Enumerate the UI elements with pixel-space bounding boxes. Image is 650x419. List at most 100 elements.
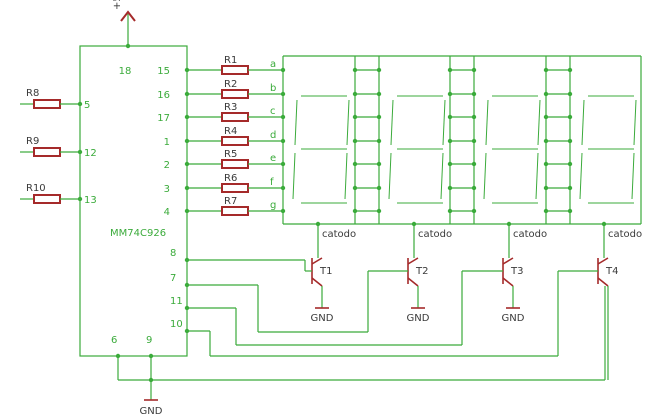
junction-dot (280, 91, 286, 97)
digit-segment (294, 99, 298, 146)
pin-label-digit: 11 (170, 296, 183, 307)
digit-segment (631, 152, 635, 200)
transistor-label: T1 (319, 266, 332, 277)
left-resistor-label: R9 (26, 136, 39, 147)
digit-segment (579, 152, 583, 200)
transistor-collector (502, 257, 514, 265)
junction-dot (184, 114, 190, 120)
junction-dot (184, 208, 190, 214)
junction-dot (184, 67, 190, 73)
transistor-emitter (407, 277, 419, 287)
junction-dot (315, 221, 321, 227)
segment-resistor-label: R6 (224, 173, 237, 184)
transistor-label: T4 (605, 266, 618, 277)
transistor-emitter (311, 277, 323, 287)
gnd-label: GND (407, 313, 430, 324)
power-arrow-icon (120, 10, 136, 22)
segment-letter: f (270, 177, 274, 188)
left-resistor (33, 147, 61, 157)
segment-resistor-label: R1 (224, 55, 237, 66)
pin-label-left: 12 (84, 148, 97, 159)
junction-dot (280, 208, 286, 214)
segment-letter: e (270, 153, 276, 164)
segment-resistor (221, 206, 249, 216)
digit-segment (390, 99, 394, 146)
junction-dot (280, 138, 286, 144)
segment-resistor (221, 89, 249, 99)
segment-letter: a (270, 59, 276, 70)
catode-label: catodo (418, 229, 452, 240)
segment-resistor (221, 159, 249, 169)
transistor-collector (311, 257, 323, 265)
pin-label-digit: 10 (170, 319, 183, 330)
segment-resistor (221, 112, 249, 122)
pin-label-right: 3 (164, 184, 170, 195)
junction-dot (184, 91, 190, 97)
transistor-label: T3 (510, 266, 523, 277)
segment-resistor (221, 183, 249, 193)
digit-segment (485, 99, 489, 146)
left-resistor (33, 194, 61, 204)
pin-label-bottom: 9 (146, 335, 152, 346)
supply-label: +5V (112, 0, 123, 10)
segment-letter: c (270, 106, 276, 117)
junction-dot (184, 305, 190, 311)
pin-label-bottom: 6 (111, 335, 117, 346)
junction-dot (184, 282, 190, 288)
junction-dot (77, 101, 83, 107)
static-wiring (79, 10, 642, 401)
catode-label: catodo (513, 229, 547, 240)
junction-dot (184, 138, 190, 144)
pin-label-right: 16 (157, 90, 170, 101)
segment-resistor-label: R2 (224, 79, 237, 90)
junction-dot (411, 221, 417, 227)
pin-label-right: 15 (157, 66, 170, 77)
pin-label: 18 (119, 66, 132, 77)
segment-resistor-label: R3 (224, 102, 237, 113)
pin-label-right: 2 (164, 160, 170, 171)
digit-segment (388, 152, 392, 200)
digit-segment (440, 152, 444, 200)
transistor-emitter (502, 277, 514, 287)
gnd-label: GND (140, 406, 163, 417)
segment-resistor (221, 136, 249, 146)
segment-letter: g (270, 200, 276, 211)
digit-segment (442, 99, 446, 146)
junction-dot (601, 221, 607, 227)
segment-letter: b (270, 83, 276, 94)
pin-label-right: 1 (164, 137, 170, 148)
junction-dot (77, 149, 83, 155)
digit-segment (537, 99, 541, 146)
pin-label-right: 17 (157, 113, 170, 124)
segment-resistor-label: R5 (224, 149, 237, 160)
junction-dot (280, 67, 286, 73)
junction-dot (77, 196, 83, 202)
transistor-collector (407, 257, 419, 265)
catode-label: catodo (608, 229, 642, 240)
pin-label-left: 13 (84, 195, 97, 206)
junction-dot (184, 161, 190, 167)
pin-label-right: 4 (164, 207, 170, 218)
digit-segment (633, 99, 637, 146)
digit-segment (483, 152, 487, 200)
gnd-label: GND (311, 313, 334, 324)
segment-letter: d (270, 130, 276, 141)
junction-dot (184, 328, 190, 334)
digit-segment (346, 99, 350, 146)
transistor-label: T2 (415, 266, 428, 277)
junction-dot (280, 161, 286, 167)
segment-resistor-label: R7 (224, 196, 237, 207)
junction-dot (280, 185, 286, 191)
digit-segment (292, 152, 296, 200)
junction-dot (506, 221, 512, 227)
segment-resistor-label: R4 (224, 126, 237, 137)
digit-segment (344, 152, 348, 200)
left-resistor (33, 99, 61, 109)
digit-segment (581, 99, 585, 146)
left-resistor-label: R10 (26, 183, 46, 194)
junction-dot (184, 185, 190, 191)
segment-resistor (221, 65, 249, 75)
junction-dot (280, 114, 286, 120)
